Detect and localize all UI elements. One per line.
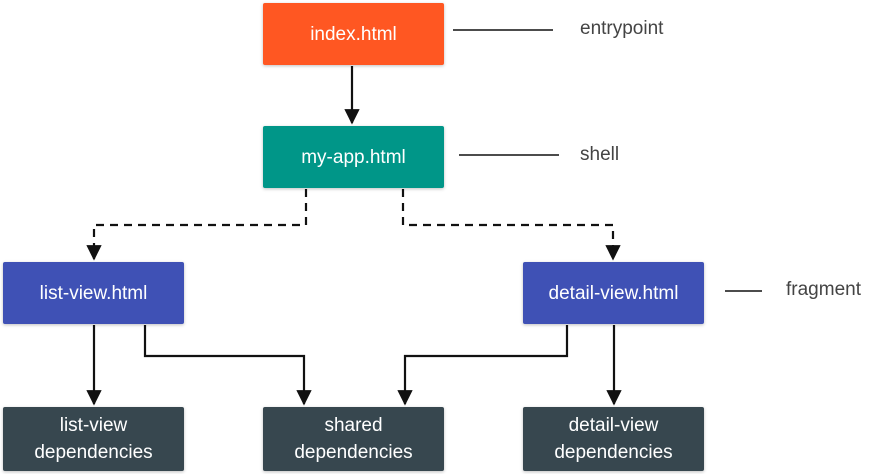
node-index-html-label: index.html xyxy=(310,23,397,45)
node-list-view-html: list-view.html xyxy=(3,262,184,324)
legend-label-fragment: fragment xyxy=(786,279,861,300)
node-list-view-dependencies-line1: list-view xyxy=(59,415,128,436)
node-list-view-dependencies: list-view dependencies xyxy=(3,407,184,471)
legend-label-entrypoint: entrypoint xyxy=(580,18,664,39)
node-list-view-html-label: list-view.html xyxy=(39,282,148,304)
node-detail-view-dependencies-line2: dependencies xyxy=(554,442,673,463)
edge-shell-to-list-view xyxy=(86,189,308,261)
node-my-app-html: my-app.html xyxy=(263,126,444,188)
node-shared-dependencies-line2: dependencies xyxy=(294,442,413,463)
node-detail-view-dependencies: detail-view dependencies xyxy=(523,407,704,471)
legend-label-shell: shell xyxy=(580,144,620,165)
edge-shell-to-detail-view xyxy=(401,189,621,261)
node-list-view-dependencies-line2: dependencies xyxy=(34,442,153,463)
edge-detail-view-to-shared-deps xyxy=(397,325,569,406)
edge-list-view-to-shared-deps xyxy=(143,325,312,406)
node-detail-view-html-label: detail-view.html xyxy=(548,282,679,304)
node-detail-view-dependencies-line1: detail-view xyxy=(568,415,659,436)
node-shared-dependencies: shared dependencies xyxy=(263,407,444,471)
node-detail-view-html: detail-view.html xyxy=(523,262,704,324)
node-my-app-html-label: my-app.html xyxy=(301,146,406,168)
node-index-html: index.html xyxy=(263,3,444,65)
node-shared-dependencies-line1: shared xyxy=(324,415,383,436)
